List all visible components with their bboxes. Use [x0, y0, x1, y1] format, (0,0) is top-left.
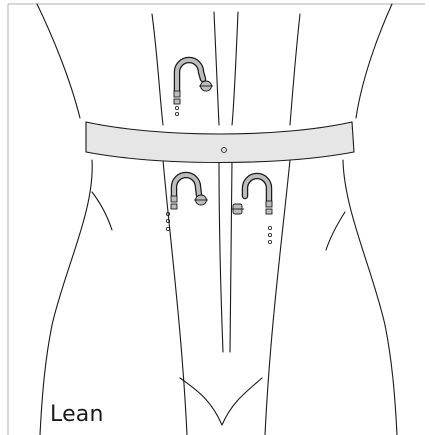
waist-belt	[86, 122, 354, 163]
hip-right-outline	[343, 160, 397, 435]
midline-left-strand	[152, 14, 163, 125]
midline-center-left-strand	[214, 12, 219, 125]
hip-left-outline	[40, 160, 92, 435]
lower-left-hook-device	[166, 175, 208, 231]
lower-right-hook-device	[231, 176, 272, 244]
crotch-outline	[180, 378, 262, 425]
midline-center-right-strand	[232, 12, 238, 125]
torso-right-outline	[356, 4, 392, 118]
lower-center-left-strand	[219, 160, 223, 352]
midline-right-strand	[290, 14, 300, 125]
upper-center-hook-device	[174, 60, 213, 116]
torso-left-outline	[37, 4, 80, 118]
body-type-caption: Lean	[50, 402, 104, 428]
contour-mark-left	[92, 192, 112, 230]
contour-mark-right	[326, 212, 345, 250]
lower-center-right-strand	[230, 160, 232, 352]
